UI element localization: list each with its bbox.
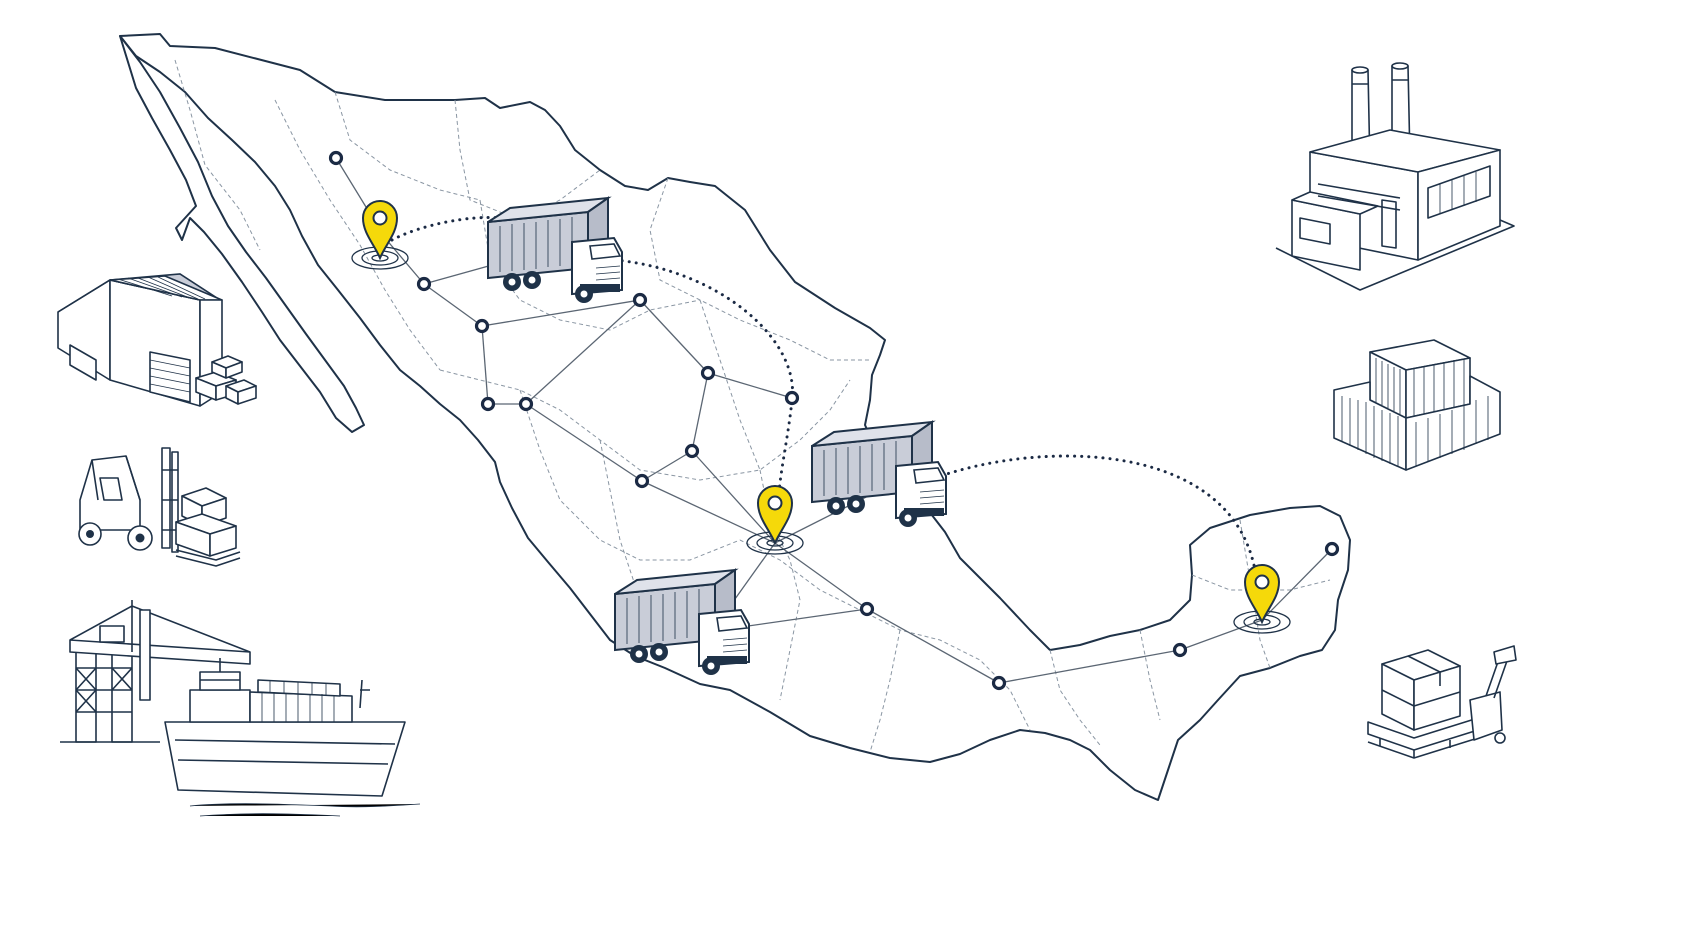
network-node-icon — [634, 473, 650, 489]
internal-border — [1139, 629, 1161, 721]
internal-border — [859, 609, 1031, 731]
forklift-icon — [78, 447, 241, 567]
network-node-icon — [991, 675, 1007, 691]
network-node-icon — [700, 365, 716, 381]
network-node-icon — [416, 276, 432, 292]
internal-border — [699, 299, 761, 471]
network-node-icon — [859, 601, 875, 617]
network-nodes — [328, 150, 1340, 691]
internal-border — [479, 199, 701, 331]
pallet-jack-icon — [1367, 645, 1517, 759]
internal-border — [869, 629, 901, 753]
factory-icon — [1275, 62, 1515, 291]
network-node-icon — [1324, 541, 1340, 557]
warehouse-icon — [57, 273, 257, 407]
internal-border — [274, 99, 441, 371]
internal-border — [334, 91, 481, 201]
network-node-icon — [1172, 642, 1188, 658]
network-node-icon — [474, 318, 490, 334]
shipping-containers-icon — [1333, 339, 1501, 471]
internal-border — [599, 439, 661, 641]
internal-border — [454, 99, 601, 221]
network-node-icon — [684, 443, 700, 459]
network-node-icon — [632, 292, 648, 308]
network-node-icon — [480, 396, 496, 412]
internal-border — [439, 369, 851, 481]
network-node-icon — [518, 396, 534, 412]
network-node-icon — [784, 390, 800, 406]
mexico-mainland-outline — [119, 33, 1351, 801]
port-crane-ship-icon — [60, 600, 421, 817]
internal-border — [1049, 649, 1101, 746]
internal-border — [649, 177, 870, 361]
network-node-icon — [328, 150, 344, 166]
baja-peninsula-outline — [119, 35, 365, 433]
dotted-routes — [390, 215, 1257, 572]
